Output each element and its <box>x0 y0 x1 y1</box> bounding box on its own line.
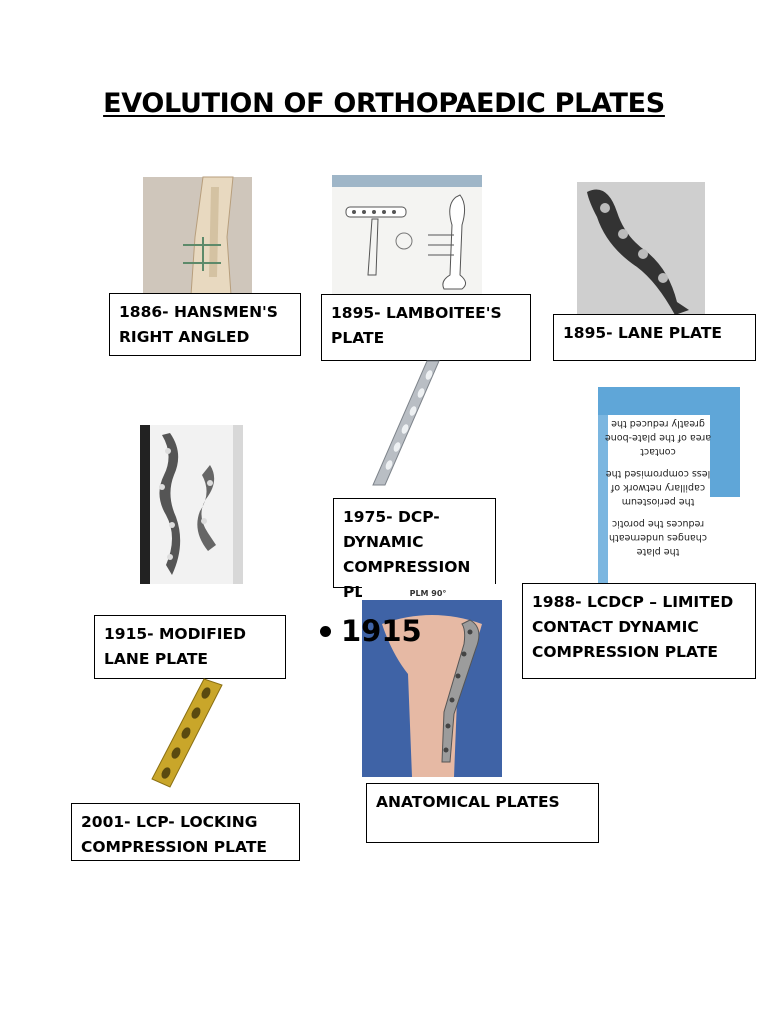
lcdcp-image: greatly reduced the area of the plate-bo… <box>598 387 740 583</box>
hansmen-plate-image <box>143 176 252 296</box>
anatomical-plate-image: PLM 90° <box>362 584 502 777</box>
anatomical-label: ANATOMICAL PLATES <box>366 783 599 843</box>
lcdcp-text-5: the periosteum <box>622 496 695 507</box>
modified-lane-plate-image <box>140 425 243 584</box>
dcp-label: 1975- DCP- DYNAMIC COMPRESSION PLATE <box>333 498 496 601</box>
hansmen-label: 1886- HANSMEN'S RIGHT ANGLED <box>109 293 301 356</box>
lcp-label: 2001- LCP- LOCKING COMPRESSION PLATE <box>71 803 300 861</box>
lamboitee-label: 1895- LAMBOITEE'S PLATE <box>321 294 531 361</box>
dcp-plate-image <box>345 360 465 488</box>
lcdcp-label: 1988- LCDCP – LIMITED CONTACT DYNAMIC CO… <box>522 583 756 679</box>
modified-lane-label: 1915- MODIFIED LANE PLATE <box>94 615 286 679</box>
page-title: EVOLUTION OF ORTHOPAEDIC PLATES <box>103 88 665 119</box>
lcdcp-text-0: greatly reduced the <box>611 418 705 429</box>
lamboitee-plate-image <box>332 175 482 295</box>
lcdcp-text-6: reduces the porotic <box>612 518 704 529</box>
lcdcp-text-8: the plate <box>637 546 680 557</box>
lcp-plate-image <box>122 678 223 789</box>
plm-caption: PLM 90° <box>410 589 447 598</box>
bullet-dot <box>320 625 331 637</box>
lcdcp-text-1: area of the plate-bone <box>605 432 711 443</box>
lcdcp-text-3: less compromised the <box>606 468 711 479</box>
bullet-text: 1915 <box>341 614 422 648</box>
lane-plate-image <box>577 182 705 315</box>
lcdcp-text-7: changes underneath <box>609 532 707 543</box>
lcdcp-text-4: capillary network of <box>610 482 705 493</box>
bullet-item: 1915 <box>320 614 422 648</box>
lane-label: 1895- LANE PLATE <box>553 314 756 361</box>
lcdcp-text-2: contact <box>640 446 676 457</box>
